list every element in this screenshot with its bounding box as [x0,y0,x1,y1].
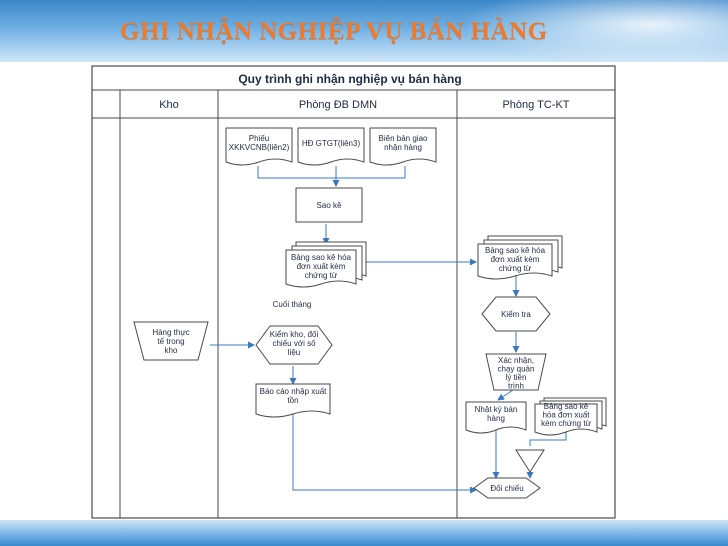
diagram-header: Quy trình ghi nhận nghiệp vụ bán hàng [238,72,461,86]
footer-sky-band [0,520,728,546]
header-cloud-decoration [468,0,728,62]
lane-label-kho: Kho [159,99,179,111]
connectors [210,166,567,494]
decision-kiem-tra: Kiểm tra [481,296,551,332]
svg-text:HĐ GTGT(liên3): HĐ GTGT(liên3) [302,139,361,148]
lane-label-tckt: Phòng TC-KT [502,99,569,111]
decision-doi-chieu: Đối chiếu [473,477,541,499]
lane-label-dbdmn: Phòng ĐB DMN [299,99,377,111]
connector-docs-bar [257,166,406,179]
storage-triangle [515,449,545,473]
svg-text:Cuối tháng: Cuối tháng [273,300,312,309]
svg-text:Sao kê: Sao kê [317,201,342,210]
svg-text:Kiểm tra: Kiểm tra [501,310,531,319]
doc-hd-gtgt: HĐ GTGT(liên3) [297,127,365,166]
label-cuoi-thang: Cuối tháng [256,296,328,312]
connector-baocao-to-doichieu [292,412,477,494]
page-title: GHI NHẬN NGHIỆP VỤ BÁN HÀNG [120,18,548,45]
svg-text:Đối chiếu: Đối chiếu [490,484,523,493]
process-sao-ke: Sao kê [295,187,363,223]
